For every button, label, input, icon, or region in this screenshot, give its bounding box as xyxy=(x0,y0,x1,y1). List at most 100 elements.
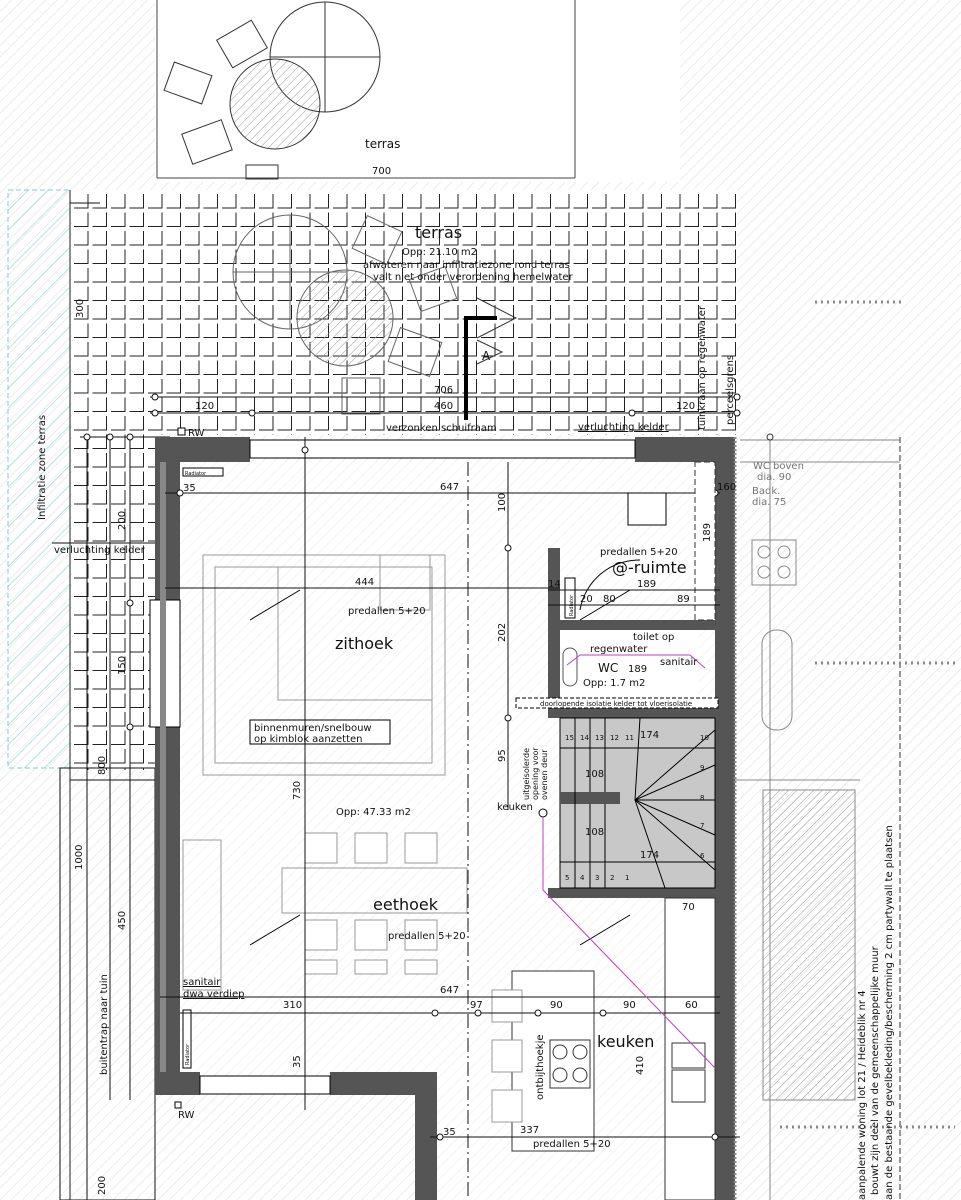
bath-dia: dia. 75 xyxy=(752,497,786,508)
dim-730: 730 xyxy=(292,781,303,800)
dim-20: 20 xyxy=(580,594,593,605)
dim-90b: 90 xyxy=(623,1000,636,1011)
garden-tap-label: tuinkraan op regenwater xyxy=(697,305,708,430)
stair-dim-108-top: 108 xyxy=(585,769,604,780)
stair-step-number: 7 xyxy=(700,822,704,830)
dim-89: 89 xyxy=(677,594,690,605)
dim-150: 150 xyxy=(117,656,128,675)
kitchen-passage-label: keuken xyxy=(497,802,533,813)
stair-step-number: 4 xyxy=(580,874,585,882)
slab-label-2: predallen 5+20 xyxy=(388,931,466,942)
stair-step-number: 6 xyxy=(700,852,705,860)
rw-bottom: RW xyxy=(178,1110,195,1121)
dim-160: 160 xyxy=(717,482,736,493)
neighbour-note-1: aanpalende woning lot 21 / Heideblik nr … xyxy=(857,990,868,1200)
ventilation-label-top: verluchting kelder xyxy=(578,422,670,433)
binnenmuren-note-2: op kimblok aanzetten xyxy=(254,734,363,745)
dim-310: 310 xyxy=(283,1000,302,1011)
stair-dim-174-bottom: 174 xyxy=(640,850,659,861)
dim-70: 70 xyxy=(682,902,695,913)
neighbour-note-3: aan de bestaande gevelbekleding/bescherm… xyxy=(884,825,895,1200)
terrace-title: terras xyxy=(415,223,462,242)
living-area: Opp: 47.33 m2 xyxy=(336,807,411,818)
section-marker: A xyxy=(464,297,518,420)
wc-label: WC xyxy=(598,661,618,675)
dim-80: 80 xyxy=(603,594,616,605)
dim-460: 460 xyxy=(434,401,453,412)
property-line-label: perceelsgrens xyxy=(725,355,736,425)
opening-label-1: uitgeisolerde xyxy=(522,748,531,800)
radiator-bottom: Radiator xyxy=(185,1043,191,1065)
dim-100: 100 xyxy=(497,493,508,512)
terrace-note-2: valt niet onder verordening hemelwater xyxy=(373,272,574,283)
rw-top: RW xyxy=(188,428,205,439)
inset-width-dim: 700 xyxy=(372,166,391,177)
bath-label: Badk. xyxy=(752,486,780,497)
dwa-label: dwa verdiep xyxy=(183,989,244,1000)
terrace-dimensions xyxy=(70,202,741,438)
dim-200-bottom: 200 xyxy=(97,1176,108,1195)
stair-step-number: 3 xyxy=(595,874,599,882)
wc-above-dia: dia. 90 xyxy=(757,472,791,483)
section-letter: A xyxy=(482,349,491,363)
kitchen-label: keuken xyxy=(597,1032,654,1051)
wc-dim-189: 189 xyxy=(628,664,647,675)
infiltration-zone xyxy=(7,189,71,769)
dim-60: 60 xyxy=(685,1000,698,1011)
inset-room-label: terras xyxy=(365,137,400,151)
stair-step-number: 15 xyxy=(565,734,574,742)
dining-chairs xyxy=(304,832,438,975)
inset-plan: terras 700 xyxy=(0,0,680,182)
terrace-furniture xyxy=(232,214,458,415)
dim-1000: 1000 xyxy=(74,845,85,870)
neighbour-note-2: bouwt zijn deel van de gemeenschappelijk… xyxy=(870,945,881,1195)
staircase xyxy=(559,717,716,889)
neighbour-house xyxy=(735,300,955,1200)
stair-dim-174-top: 174 xyxy=(640,730,659,741)
dim-97: 97 xyxy=(470,1000,483,1011)
kitchen-island xyxy=(491,897,716,1200)
stair-dim-108-bottom: 108 xyxy=(585,827,604,838)
stair-step-number: 10 xyxy=(700,734,709,742)
terrace-area: Opp: 21.10 m2 xyxy=(402,247,477,258)
slab-label-1: predallen 5+20 xyxy=(348,606,426,617)
insulation-label: doorlopende isolatie kelder tot vloeriso… xyxy=(540,700,692,708)
stair-step-number: 9 xyxy=(700,764,704,772)
left-dimensions xyxy=(52,433,160,1200)
dim-800: 800 xyxy=(97,756,108,775)
opening-label-2: opening voor xyxy=(531,747,540,800)
dim-337: 337 xyxy=(520,1125,539,1136)
terrace-note-1: afwateren naar infiltratiezone rond terr… xyxy=(363,260,570,271)
zithoek-label: zithoek xyxy=(335,634,394,653)
sliding-window-label: verzonken schuifraam xyxy=(386,423,497,434)
dim-450: 450 xyxy=(117,911,128,930)
dim-189b: 189 xyxy=(702,523,713,542)
outdoor-stairs-label: buitentrap naar tuin xyxy=(99,974,110,1075)
exterior-walls xyxy=(149,437,735,1200)
wc-sanitary: sanitair xyxy=(660,657,698,668)
stair-step-number: 11 xyxy=(625,734,634,742)
dim-647-top: 647 xyxy=(440,482,459,493)
breakfast-counter-label: ontbijthoekje xyxy=(535,1034,546,1100)
dim-300: 300 xyxy=(75,299,86,318)
stair-step-number: 5 xyxy=(565,874,569,882)
wc-note-1: toilet op xyxy=(633,632,674,643)
wc-note-2: regenwater xyxy=(590,644,648,655)
wc-area: Opp: 1.7 m2 xyxy=(583,678,645,689)
dim-14: 14 xyxy=(548,579,561,590)
sofa-outline xyxy=(182,554,468,991)
stair-step-number: 8 xyxy=(700,794,704,802)
dim-120-right: 120 xyxy=(676,401,695,412)
dim-706: 706 xyxy=(434,385,453,396)
dim-202: 202 xyxy=(497,623,508,642)
dim-200-left: 200 xyxy=(117,511,128,530)
opening-label-3: ovenen deur xyxy=(540,749,549,800)
drain-pipe xyxy=(542,817,716,1069)
infiltration-label: Infiltratie zone terras xyxy=(37,415,48,520)
ventilation-label-left: verluchting kelder xyxy=(54,545,146,556)
dim-35-bottom: 35 xyxy=(292,1055,303,1068)
utility-slab-label: predallen 5+20 xyxy=(600,547,678,558)
radiator-top: Radiator xyxy=(185,471,207,477)
eethoek-label: eethoek xyxy=(373,895,439,914)
stair-step-number: 13 xyxy=(595,734,604,742)
